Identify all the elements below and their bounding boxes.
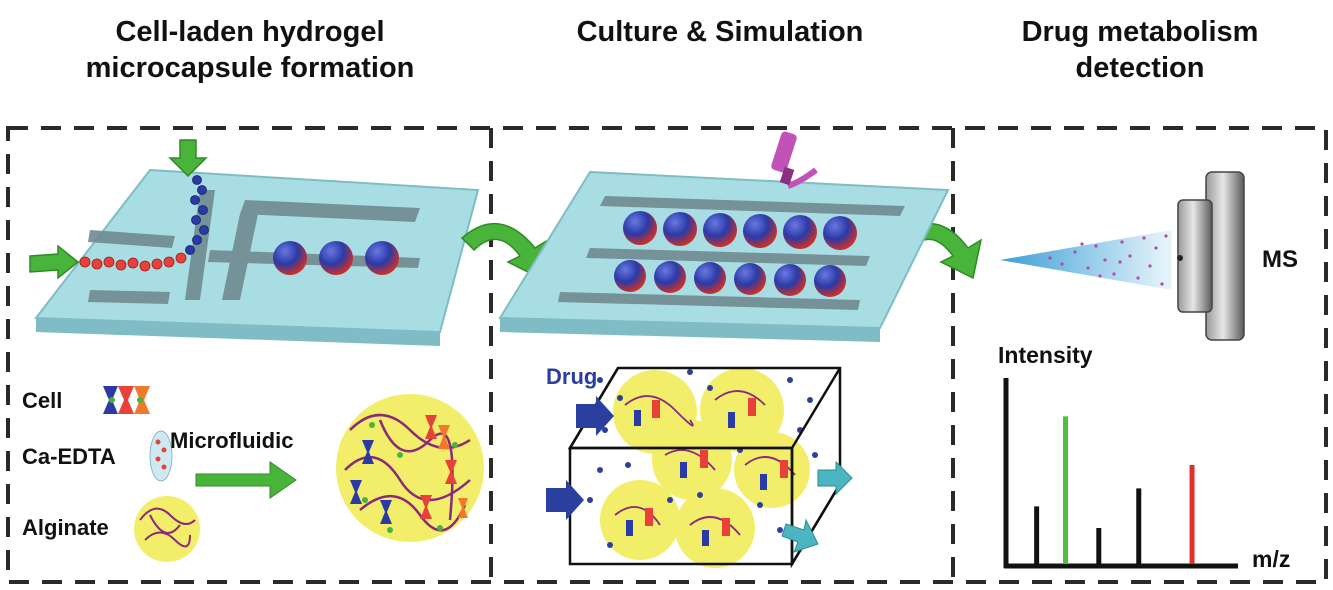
blue-cell-stream: [185, 175, 209, 255]
culture-box-3d: [546, 366, 853, 569]
outflow-arrow-icon: [781, 460, 853, 553]
panel-title-culture-line1: Culture & Simulation: [576, 16, 864, 48]
label-cell: Cell: [22, 388, 63, 413]
microscope-icon: [771, 131, 818, 189]
label-drug: Drug: [546, 364, 598, 389]
panel-title-detection-line2: detection: [1075, 52, 1205, 84]
panel-title-detection-line1: Drug metabolism: [1021, 16, 1259, 48]
mass-spectrometer-icon: [1177, 171, 1245, 341]
panel-title-formation: Cell-laden hydrogel microcapsule formati…: [40, 14, 460, 86]
panel-title-detection: Drug metabolism detection: [960, 14, 1320, 86]
microfluidic-chip-formation: [29, 139, 480, 346]
label-mz: m/z: [1252, 546, 1291, 572]
alginate-icon: [134, 496, 200, 562]
label-intensity: Intensity: [998, 342, 1093, 368]
panel-title-formation-line2: microcapsule formation: [85, 52, 415, 84]
ca-edta-icon: [149, 430, 173, 482]
label-microfluidic: Microfluidic: [170, 428, 294, 453]
panel-title-culture: Culture & Simulation: [510, 14, 930, 50]
label-ca-edta: Ca-EDTA: [22, 444, 116, 469]
label-alginate: Alginate: [22, 515, 109, 540]
microfluidic-process-arrow-icon: [195, 461, 297, 499]
cell-icon: [103, 386, 150, 414]
electrospray-cone: [1000, 230, 1172, 290]
panel-title-formation-line1: Cell-laden hydrogel: [115, 16, 385, 48]
cell-laden-microcapsule: [336, 394, 484, 542]
label-ms: MS: [1262, 246, 1298, 273]
microfluidic-chip-culture: [498, 131, 950, 342]
capsule-droplets: [273, 241, 399, 275]
green-arrow-icon: [29, 139, 208, 280]
culture-capsule-row: [614, 211, 857, 297]
red-cell-stream: [79, 252, 187, 272]
drug-inflow-arrow-icon: [546, 396, 614, 520]
mass-spectrum-plot: [1003, 378, 1238, 569]
dashed-frame: [6, 126, 1328, 584]
